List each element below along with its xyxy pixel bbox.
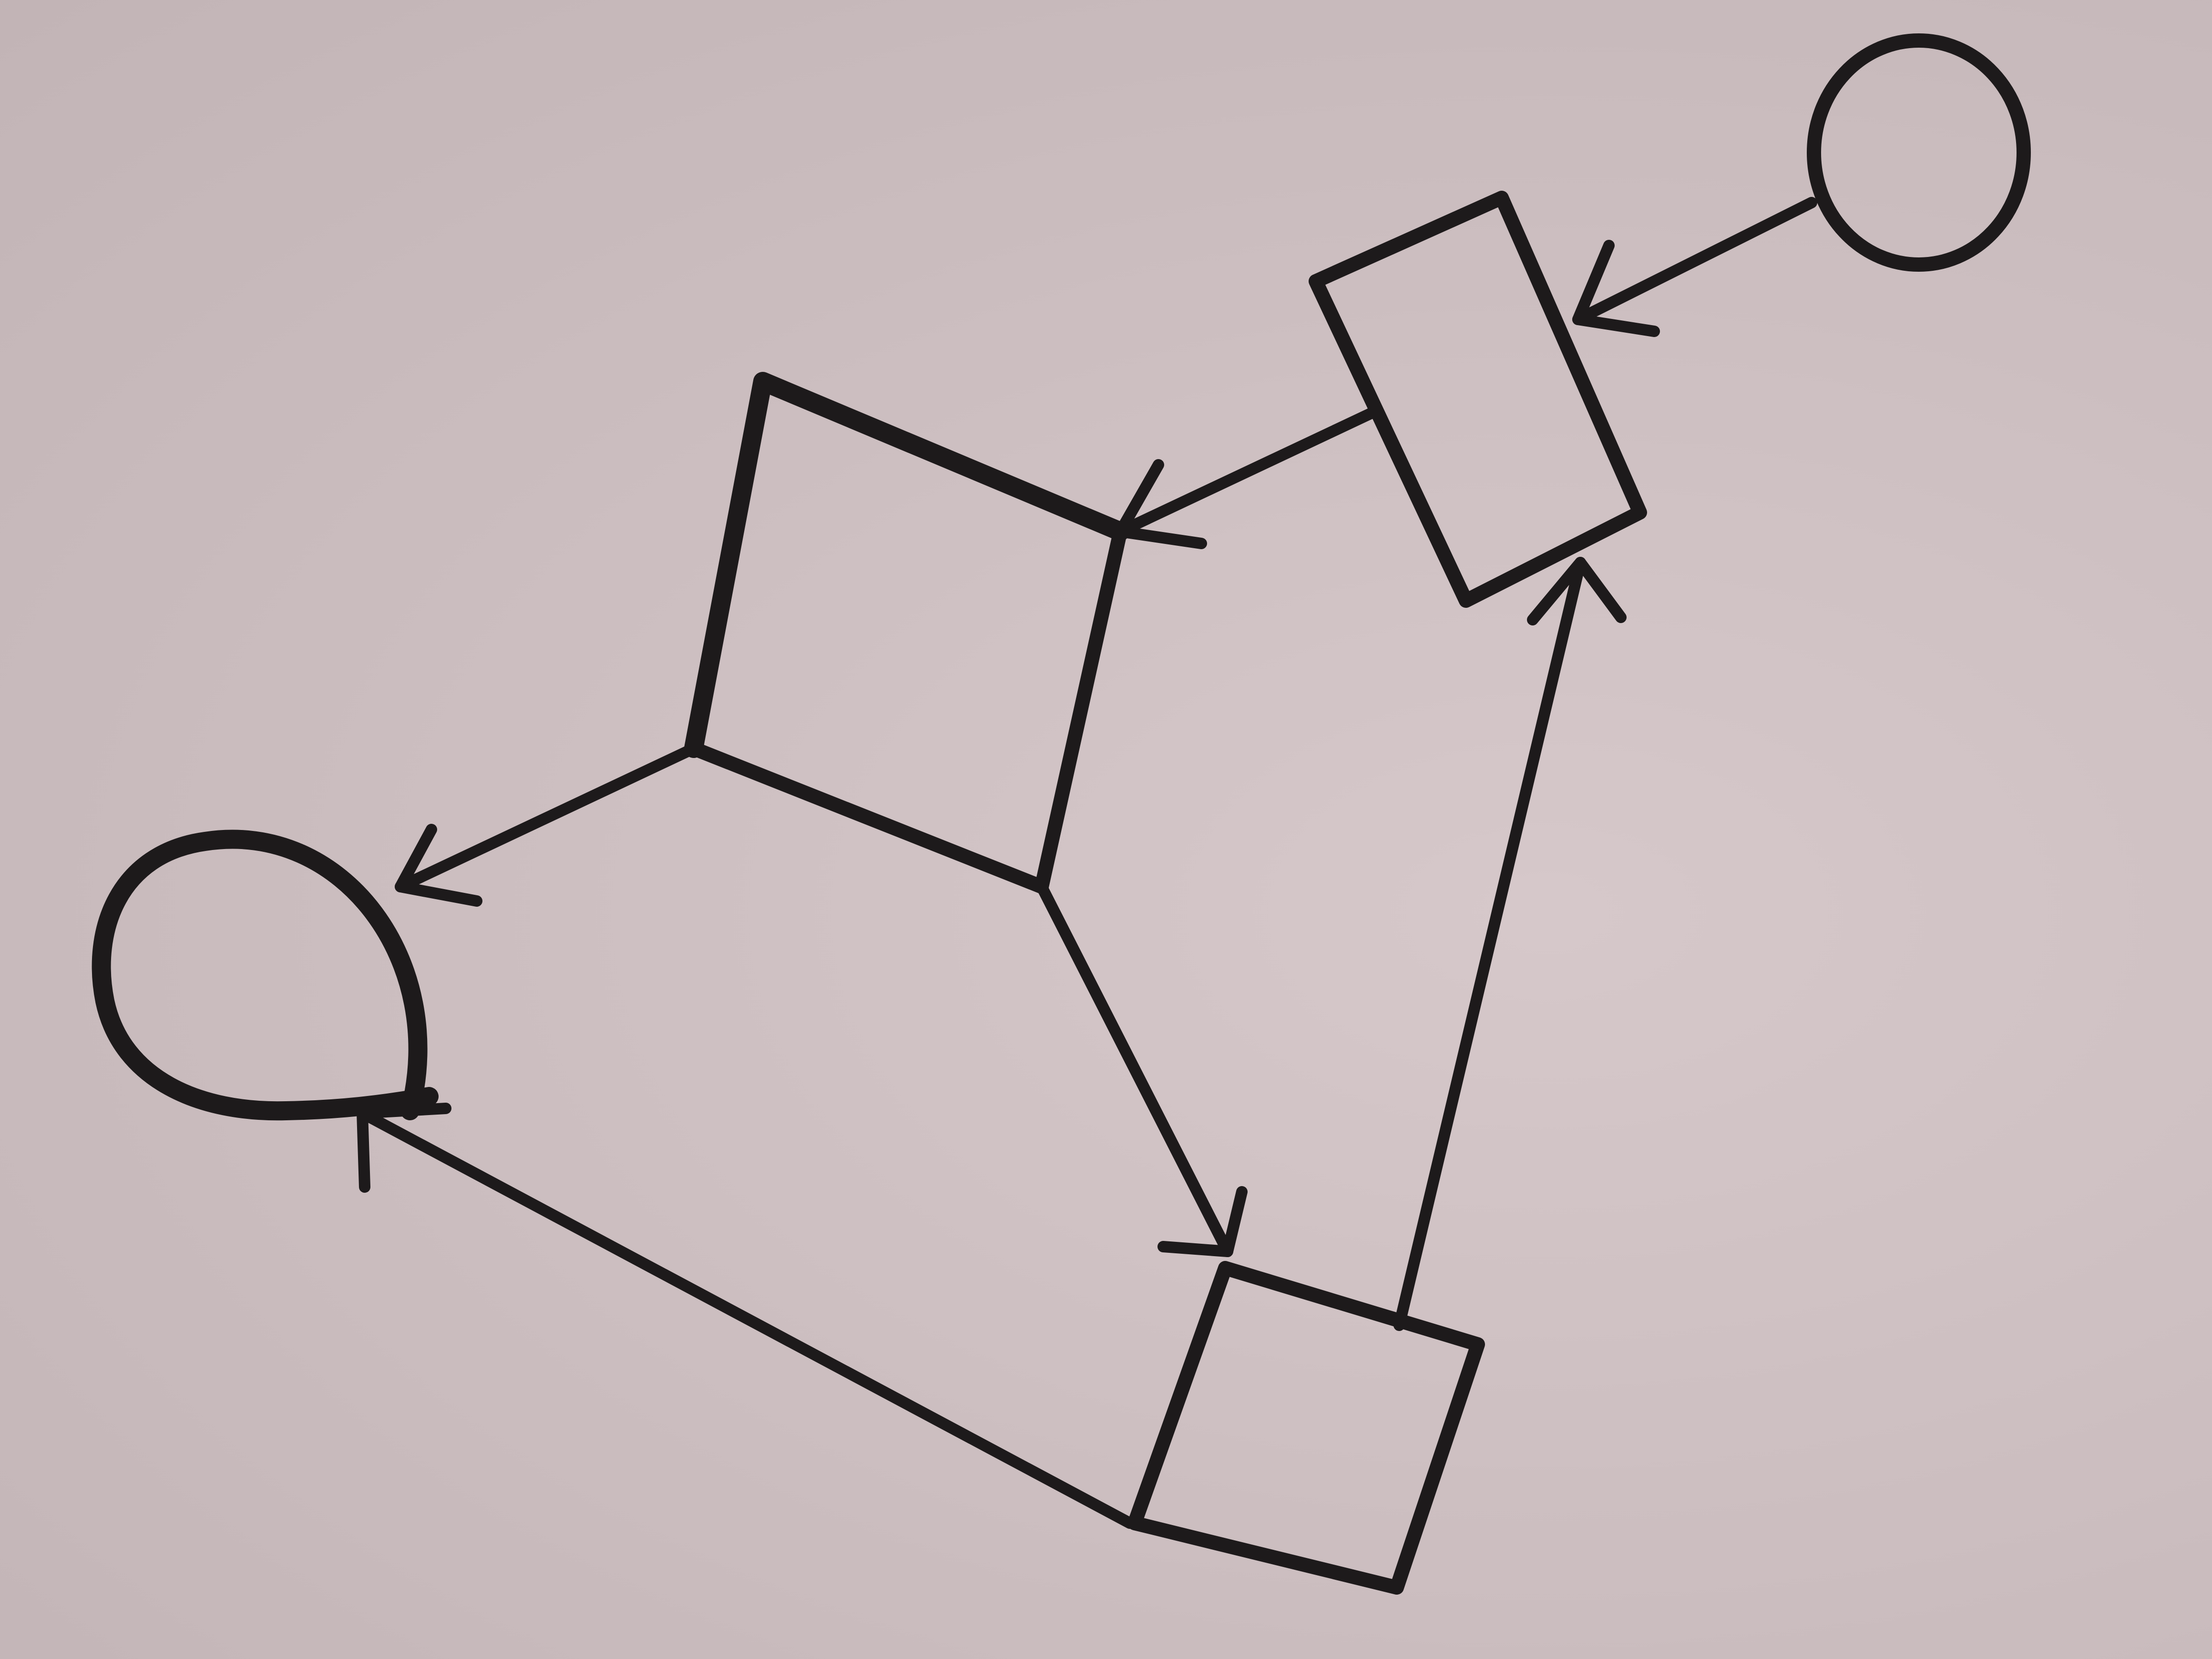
arrowhead-into-upper-square bbox=[1115, 459, 1207, 549]
bottom-square bbox=[1127, 1261, 1485, 1595]
edge-junction-to-end-circle bbox=[395, 743, 699, 892]
top-rectangle bbox=[1309, 191, 1647, 608]
upper-left-square-bottom-side bbox=[686, 741, 1049, 894]
upper-left-square bbox=[684, 372, 1130, 758]
end-circle bbox=[92, 830, 439, 1121]
arrowhead-into-rectangle-bottom bbox=[1527, 557, 1627, 625]
arrowhead-into-bottom-square bbox=[1157, 1186, 1248, 1257]
start-circle bbox=[1807, 33, 2031, 272]
edge-start-to-rectangle bbox=[1572, 197, 1817, 325]
edge-bottom-square-to-rectangle bbox=[1393, 557, 1586, 1331]
arrowhead-into-rectangle bbox=[1572, 240, 1660, 337]
edge-junction-to-bottom-square bbox=[1036, 881, 1233, 1257]
arrowhead-into-end-circle-top bbox=[395, 824, 482, 907]
arrowhead-into-end-circle-bottom bbox=[357, 1103, 451, 1193]
edge-bottom-square-to-end-circle bbox=[357, 1107, 1136, 1529]
edge-rectangle-to-square bbox=[1115, 407, 1379, 537]
upper-left-square-right-side bbox=[1034, 524, 1127, 894]
